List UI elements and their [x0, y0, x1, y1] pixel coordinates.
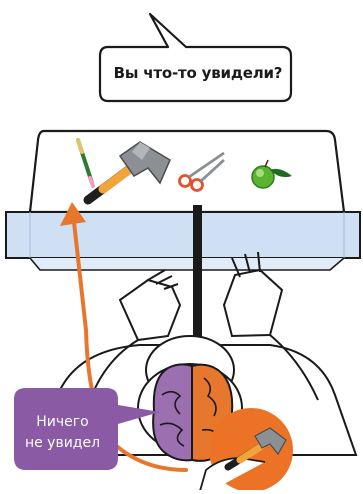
speech-bubble	[100, 14, 291, 101]
answer-text: Ничего не увидел	[10, 412, 115, 454]
question-text: Вы что-то увидели?	[108, 64, 288, 86]
left-hemisphere	[153, 364, 192, 460]
left-hand	[120, 280, 180, 340]
answer-line-2: не увидел	[10, 433, 115, 454]
answer-line-1: Ничего	[10, 412, 115, 433]
right-hand	[224, 270, 282, 336]
table	[6, 212, 360, 270]
